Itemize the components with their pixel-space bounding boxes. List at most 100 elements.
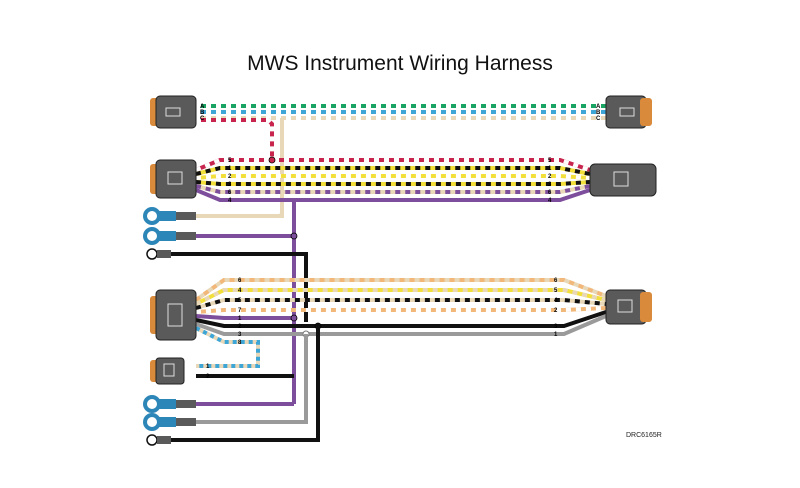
harness-lower: 6 4 5 7 1 2 3 8 6 5 4 2 3 1 [150,278,652,368]
wire-upper-5-stripe [195,158,591,172]
connector-upper-left-latch [167,171,183,185]
wire-black-lower-ring [166,326,320,442]
pin-label-top-right-c: C [596,116,601,122]
wire-lower-5-stripe [195,298,607,310]
wire-red-branch [196,118,274,158]
pin-label-lower-left-3: 3 [238,332,242,338]
wire-gray-lower-ring [196,334,308,424]
diagram-title: MWS Instrument Wiring Harness [247,52,553,75]
ring-terminal-4 [143,395,196,413]
wire-lower-7-stripe [195,306,607,314]
ring-terminal-5-sleeve [158,417,176,427]
wire-upper-6-stripe [195,184,591,194]
pin-label-lower-right-1: 1 [554,332,558,338]
pin-label-lower-left-1: 1 [238,316,242,322]
pin-label-upper-right-5: 5 [548,158,552,164]
pin-label-lower-left-6: 6 [238,278,242,284]
pin-label-upper-left-4: 4 [228,198,232,204]
connector-lower-left [155,289,197,341]
pin-label-lower-right-3: 3 [554,324,558,330]
pin-label-small-1: 1 [206,364,210,370]
pin-label-upper-left-6: 6 [228,190,232,196]
pin-label-upper-right-6: 6 [548,190,552,196]
drawing-code: DRC6165R [626,432,662,439]
wire-red-branch-stripe [196,118,274,158]
ring-terminal-2-sleeve [158,231,176,241]
ring-terminal-5-eye [143,413,161,431]
ring-terminal-6-eye [146,434,158,446]
wire-upper-1 [195,166,591,176]
wire-lower-2 [195,310,607,328]
ring-terminal-3 [146,248,171,260]
wire-lower-4-stripe [195,288,607,306]
wire-upper-6 [195,184,591,194]
ring-terminal-6-crimp [157,436,171,444]
ring-terminal-1-eye [143,207,161,225]
ring-terminal-5 [143,413,196,431]
pin-label-lower-left-2: 2 [238,324,242,330]
ring-terminal-4-sleeve [158,399,176,409]
connector-top-left [155,95,197,129]
connector-lower-right-seal [640,292,652,322]
ring-terminal-6 [146,434,171,446]
pin-label-upper-left-5: 5 [228,158,232,164]
pin-label-lower-right-4: 4 [554,298,558,304]
connector-upper-right [589,163,657,197]
pin-label-top-right-a: A [596,104,601,110]
pin-label-upper-left-2: 2 [228,174,232,180]
pin-label-lower-left-7: 7 [238,308,242,314]
pin-label-lower-left-4: 4 [238,288,242,294]
ring-terminal-1-sleeve [158,211,176,221]
wire-upper-3-stripe [195,180,591,186]
harness-upper: 5 1 2 3 6 4 5 1 2 3 6 4 [150,156,657,204]
ring-terminal-5-crimp [176,418,196,426]
pin-label-small-2: 2 [206,374,210,380]
harness-bottom: 1 2 [143,326,320,446]
ring-terminal-4-eye [143,395,161,413]
ring-terminal-1-crimp [176,212,196,220]
pin-label-upper-right-4: 4 [548,198,552,204]
pin-label-lower-right-6: 6 [554,278,558,284]
pin-label-lower-left-8: 8 [238,340,242,346]
ring-terminal-3-eye [146,248,158,260]
connector-small-latch [163,363,175,377]
pin-label-top-left-b: B [200,110,205,116]
connector-lower-left-latch [167,303,183,327]
connector-top-left-latch [165,107,181,117]
splice-purple-lower [290,314,298,322]
wire-tan-ring [196,212,284,218]
connector-top-right-seal [640,98,652,126]
wire-lower-8-stripe [195,326,260,368]
pin-label-upper-left-3: 3 [228,182,232,188]
ring-terminal-4-crimp [176,400,196,408]
wire-lower-6-stripe [194,278,607,302]
wire-upper-4 [195,188,591,202]
pin-label-top-right-b: B [596,110,601,116]
pin-label-top-left-a: A [200,104,205,110]
pin-label-upper-right-2: 2 [548,174,552,180]
pin-label-lower-right-5: 5 [554,288,558,294]
ring-terminal-3-crimp [157,250,171,258]
wire-lower-3 [195,314,607,336]
pin-label-top-left-c: C [200,116,205,122]
connector-top-right-latch [619,107,635,117]
connector-upper-left [155,159,197,199]
wire-upper-2-stripe [195,174,591,180]
pin-label-upper-right-3: 3 [548,182,552,188]
wire-lower-1 [195,314,294,320]
connector-lower-right-latch [617,299,633,313]
ring-terminal-1 [143,207,196,225]
connector-upper-right-latch [613,171,629,187]
harness-top: A B C A B C [150,95,652,218]
wire-upper-1-stripe [195,166,591,176]
pin-label-upper-right-1: 1 [548,166,552,172]
splice-purple-upper [290,232,298,240]
ring-terminal-2-eye [143,227,161,245]
pin-label-upper-left-1: 1 [228,166,232,172]
pin-label-lower-right-2: 2 [554,308,558,314]
ring-terminal-2-crimp [176,232,196,240]
pin-label-lower-left-5: 5 [238,298,242,304]
splice-red [268,156,276,164]
ring-terminal-2 [143,227,196,245]
